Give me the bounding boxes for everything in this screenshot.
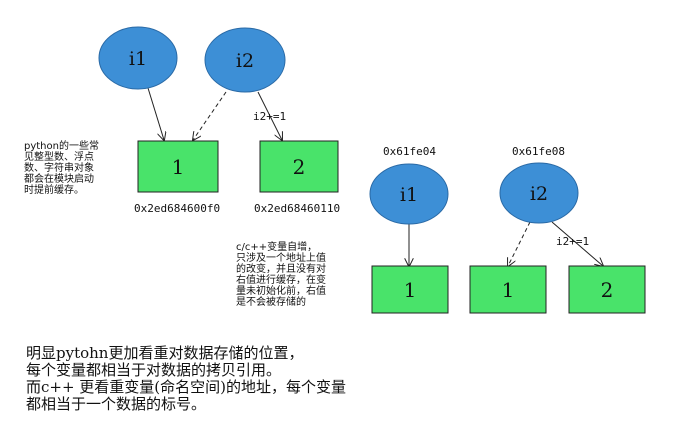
py-addr-1: 0x2ed684600f0 bbox=[134, 202, 221, 215]
cpp-increment-note: c/c++变量自增， 只涉及一个地址上值 的改变，并且没有对 右值进行缓存，在变… bbox=[236, 242, 326, 308]
cpp-i2-new-arrow bbox=[551, 221, 603, 266]
cpp-addr-1: 0x61fe04 bbox=[383, 145, 436, 158]
cpp-i2-old-arrow bbox=[508, 221, 531, 266]
cpp-value-box-1 bbox=[371, 265, 449, 314]
cpp-value-box-2 bbox=[469, 265, 547, 314]
cpp-value-box-1-label: 1 bbox=[404, 278, 417, 302]
cpp-value-box-3-label: 2 bbox=[601, 278, 614, 302]
py-var-i1-label: i1 bbox=[129, 48, 147, 70]
cpp-value-box-3 bbox=[568, 265, 646, 314]
py-i2-new-arrow bbox=[257, 91, 282, 140]
py-i2-old-arrow bbox=[193, 91, 227, 140]
py-value-box-1-label: 1 bbox=[172, 155, 185, 179]
py-var-i1-ellipse bbox=[98, 26, 178, 90]
cpp-var-i2-ellipse bbox=[499, 162, 579, 224]
py-var-i2-ellipse bbox=[204, 27, 286, 93]
summary-text: 明显pytohn更加看重对数据存储的位置， 每个变量都相当于对数据的拷贝引用。 … bbox=[26, 344, 347, 413]
cpp-addr-2: 0x61fe08 bbox=[512, 145, 565, 158]
cpp-op-label: i2+=1 bbox=[556, 235, 590, 248]
py-addr-2: 0x2ed68460110 bbox=[254, 202, 341, 215]
py-op-label: i2+=1 bbox=[253, 110, 287, 123]
py-cache-note: python的一些常 见整型数、浮点 数、字符串对象 都会在模块启动 时提前缓存… bbox=[24, 141, 99, 196]
py-i1-arrow bbox=[147, 87, 164, 140]
py-value-box-2 bbox=[259, 140, 339, 193]
cpp-var-i1-label: i1 bbox=[400, 184, 418, 206]
cpp-var-i2-label: i2 bbox=[530, 183, 548, 205]
cpp-value-box-2-label: 1 bbox=[502, 278, 515, 302]
cpp-var-i1-ellipse bbox=[369, 163, 449, 225]
py-value-box-1 bbox=[137, 140, 219, 193]
py-var-i2-label: i2 bbox=[236, 50, 254, 72]
py-value-box-2-label: 2 bbox=[293, 155, 306, 179]
